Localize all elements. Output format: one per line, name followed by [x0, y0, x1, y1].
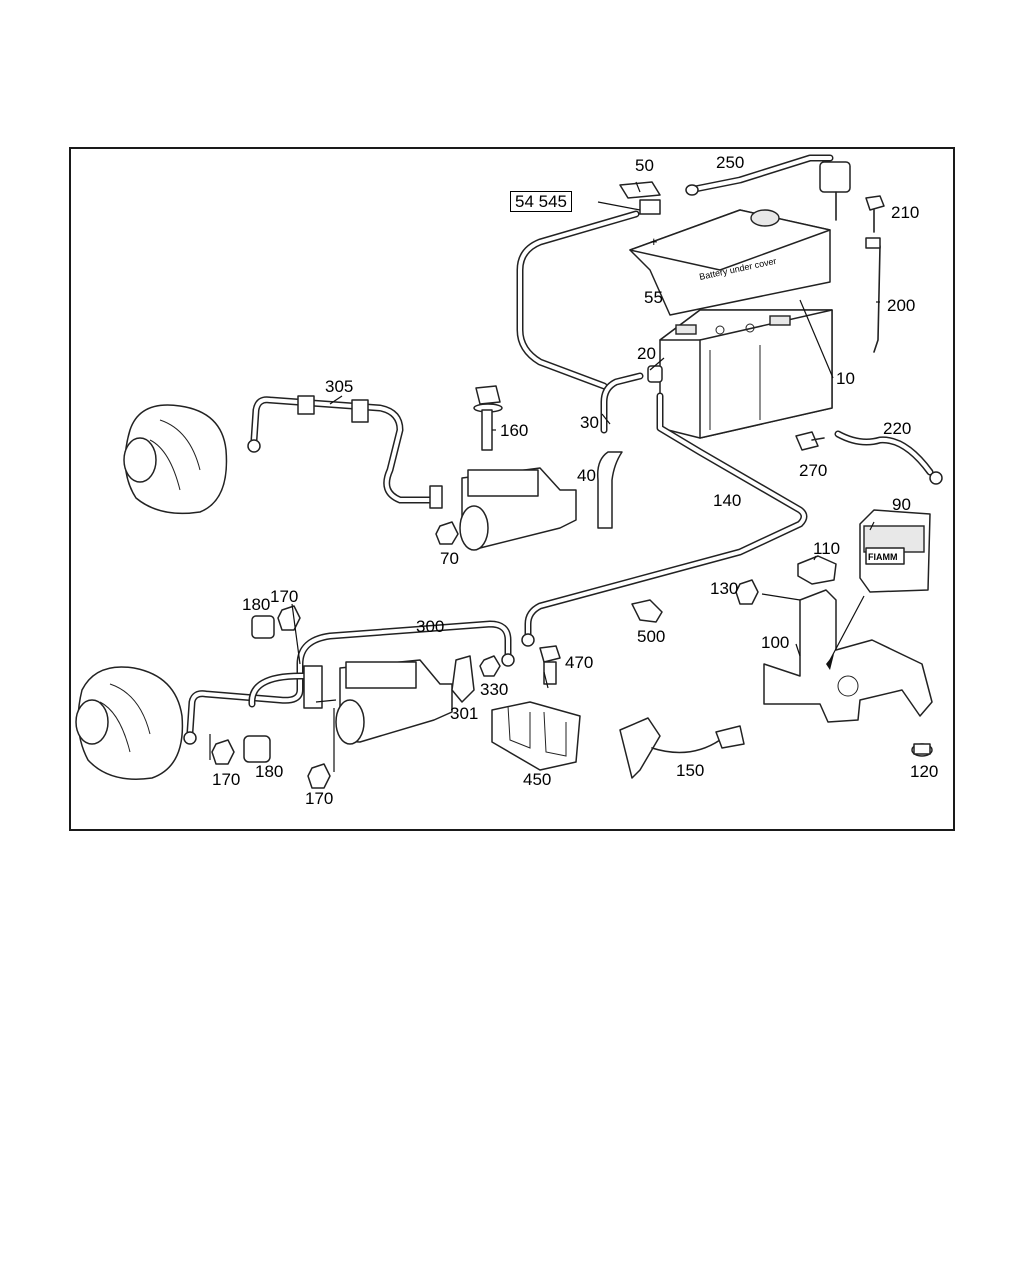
label-10: 10: [836, 369, 855, 388]
bracket-150: [619, 717, 745, 779]
label-40: 40: [577, 466, 596, 485]
label-70: 70: [440, 549, 459, 568]
label-100: 100: [761, 633, 790, 652]
grommet-120: [911, 743, 933, 757]
vent-hose-20-30: [600, 365, 663, 434]
small-battery: FIAMM: [859, 509, 931, 593]
label-250: 250: [716, 153, 745, 172]
cable-250: [685, 154, 851, 221]
label-55: 55: [644, 288, 663, 307]
cable-140: [521, 392, 808, 647]
label-180-lower: 180: [255, 762, 284, 781]
carrier-100: [763, 589, 933, 723]
label-110: 110: [813, 539, 841, 558]
label-150: 150: [676, 761, 705, 780]
nut-130: [735, 579, 759, 605]
label-140: 140: [713, 491, 742, 510]
nut-70: [435, 521, 459, 545]
starter-upper: [459, 467, 577, 551]
grommet-180-lower: [243, 735, 271, 763]
label-500: 500: [637, 627, 666, 646]
label-200: 200: [887, 296, 916, 315]
nut-170-upper: [277, 605, 301, 631]
screw-270: [795, 431, 825, 451]
grommet-180-upper: [251, 615, 275, 639]
label-170-upper: 170: [270, 587, 299, 606]
holder-450: [491, 701, 581, 771]
starter-lower: [335, 659, 453, 745]
label-170-lower: 170: [305, 789, 334, 808]
battery-cover: Battery under cover +: [629, 209, 831, 316]
label-330: 330: [480, 680, 509, 699]
drain-hose-40: [596, 451, 623, 529]
nut-170-lower-left: [211, 739, 235, 765]
diagram-frame: [69, 147, 955, 831]
clip-301: [451, 655, 475, 703]
leader-lines: [209, 181, 880, 772]
alternator-upper: [123, 404, 228, 515]
battery: [659, 309, 833, 439]
bracket-500: [631, 599, 663, 623]
label-54545: 54 545: [510, 191, 572, 212]
alternator-lower: [75, 666, 184, 780]
label-170-lower-left: 170: [212, 770, 241, 789]
label-450: 450: [523, 770, 552, 789]
label-270: 270: [799, 461, 828, 480]
small-battery-text: FIAMM: [868, 552, 898, 562]
bolt-160: [473, 385, 503, 451]
cable-300: [183, 620, 515, 745]
svg-text:+: +: [650, 234, 658, 249]
label-210: 210: [891, 203, 920, 222]
bracket-50: [619, 181, 661, 215]
label-30: 30: [580, 413, 599, 432]
label-180-upper: 180: [242, 595, 271, 614]
label-470: 470: [565, 653, 594, 672]
label-50: 50: [635, 156, 654, 175]
label-120: 120: [910, 762, 939, 781]
label-160: 160: [500, 421, 529, 440]
label-301: 301: [450, 704, 479, 723]
cable-305: [247, 395, 443, 509]
label-300: 300: [416, 617, 445, 636]
nut-330: [479, 655, 501, 677]
label-20: 20: [637, 344, 656, 363]
fitting-470: [539, 645, 561, 685]
label-90: 90: [892, 495, 911, 514]
label-220: 220: [883, 419, 912, 438]
part-110: [797, 555, 837, 585]
cable-220: [834, 430, 943, 485]
label-130: 130: [710, 579, 739, 598]
wire-200: [865, 237, 881, 353]
label-305: 305: [325, 377, 354, 396]
nut-170-lower: [307, 763, 331, 789]
cable-main: [516, 210, 640, 390]
bolt-210: [865, 195, 885, 233]
